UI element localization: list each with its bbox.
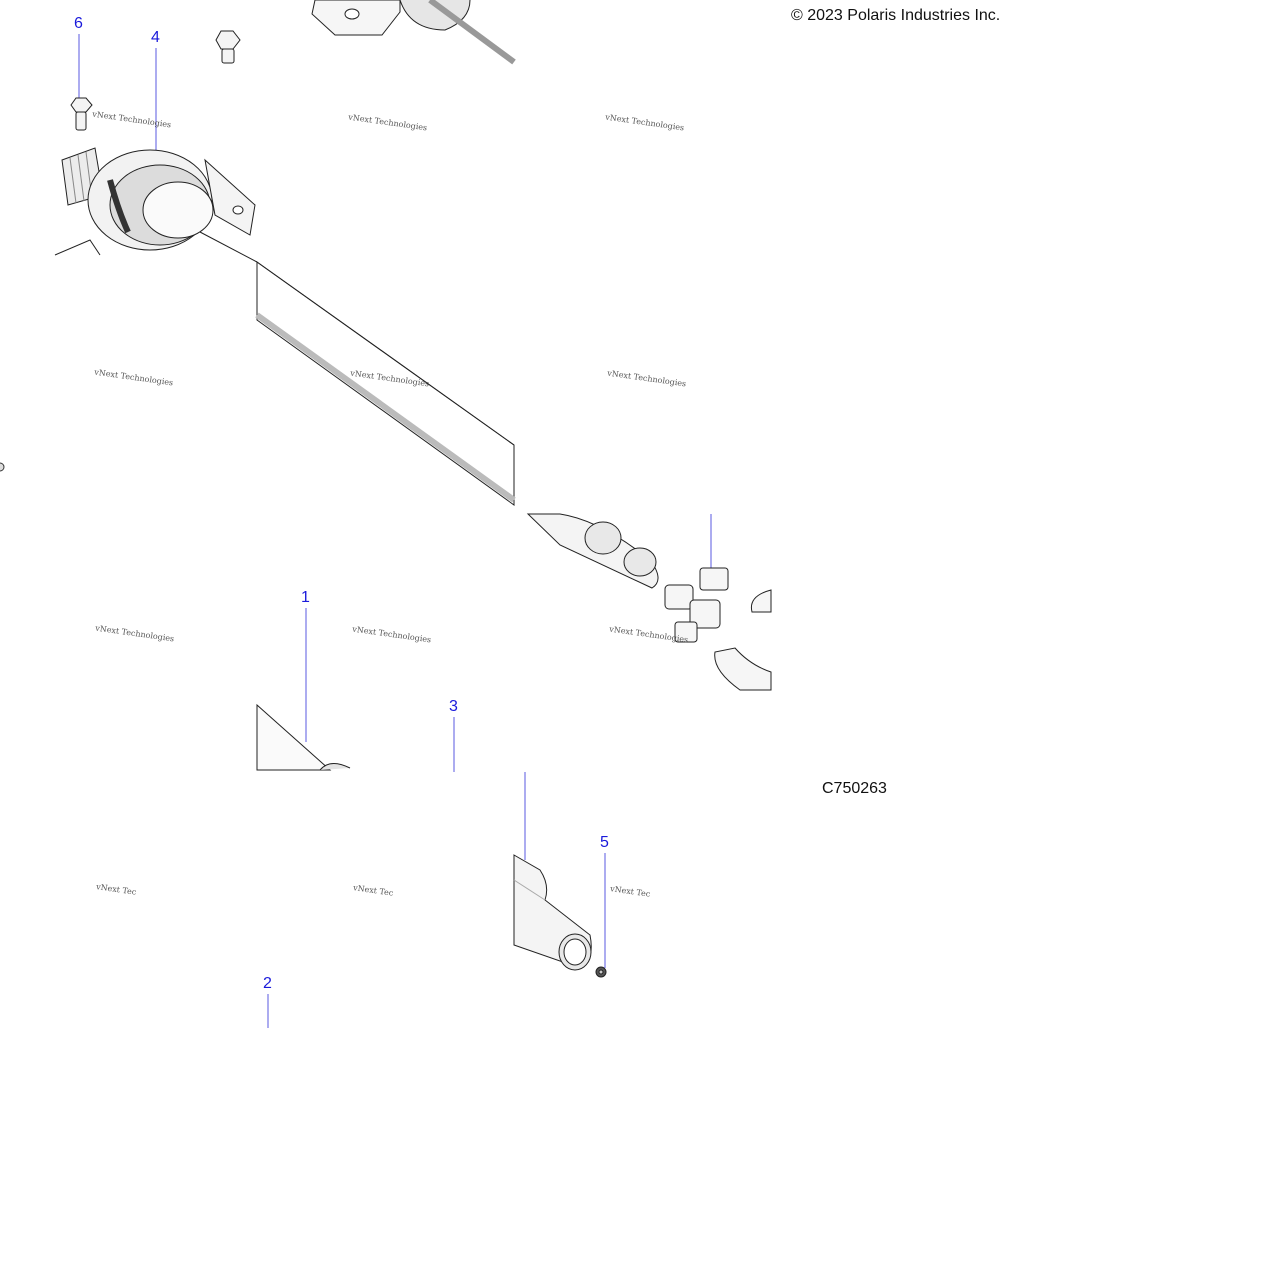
callout-5: 5 bbox=[600, 834, 609, 851]
grease-fitting-part-5 bbox=[595, 966, 607, 978]
callout-2: 2 bbox=[263, 975, 272, 992]
driveshaft-part-1-upper bbox=[199, 231, 516, 506]
driveshaft-part-1-lower bbox=[256, 703, 351, 771]
bolt-part-6 bbox=[70, 97, 93, 131]
universal-joint-part bbox=[664, 567, 729, 643]
edge-part-fragment bbox=[0, 462, 5, 472]
leader-lines bbox=[78, 34, 712, 1028]
bracket-fragment-top bbox=[311, 0, 516, 65]
callout-6: 6 bbox=[74, 15, 83, 32]
yoke-fragment-right bbox=[714, 589, 772, 691]
yoke-part bbox=[526, 513, 659, 589]
slip-yoke-part-3 bbox=[513, 854, 592, 971]
figure-id: C750263 bbox=[822, 780, 887, 797]
callout-1: 1 bbox=[301, 589, 310, 606]
copyright-notice: © 2023 Polaris Industries Inc. bbox=[791, 7, 1001, 24]
callout-4: 4 bbox=[151, 29, 160, 46]
bolt-part-top bbox=[215, 30, 241, 64]
center-bearing-part-4 bbox=[54, 147, 256, 256]
callout-3: 3 bbox=[449, 698, 458, 715]
